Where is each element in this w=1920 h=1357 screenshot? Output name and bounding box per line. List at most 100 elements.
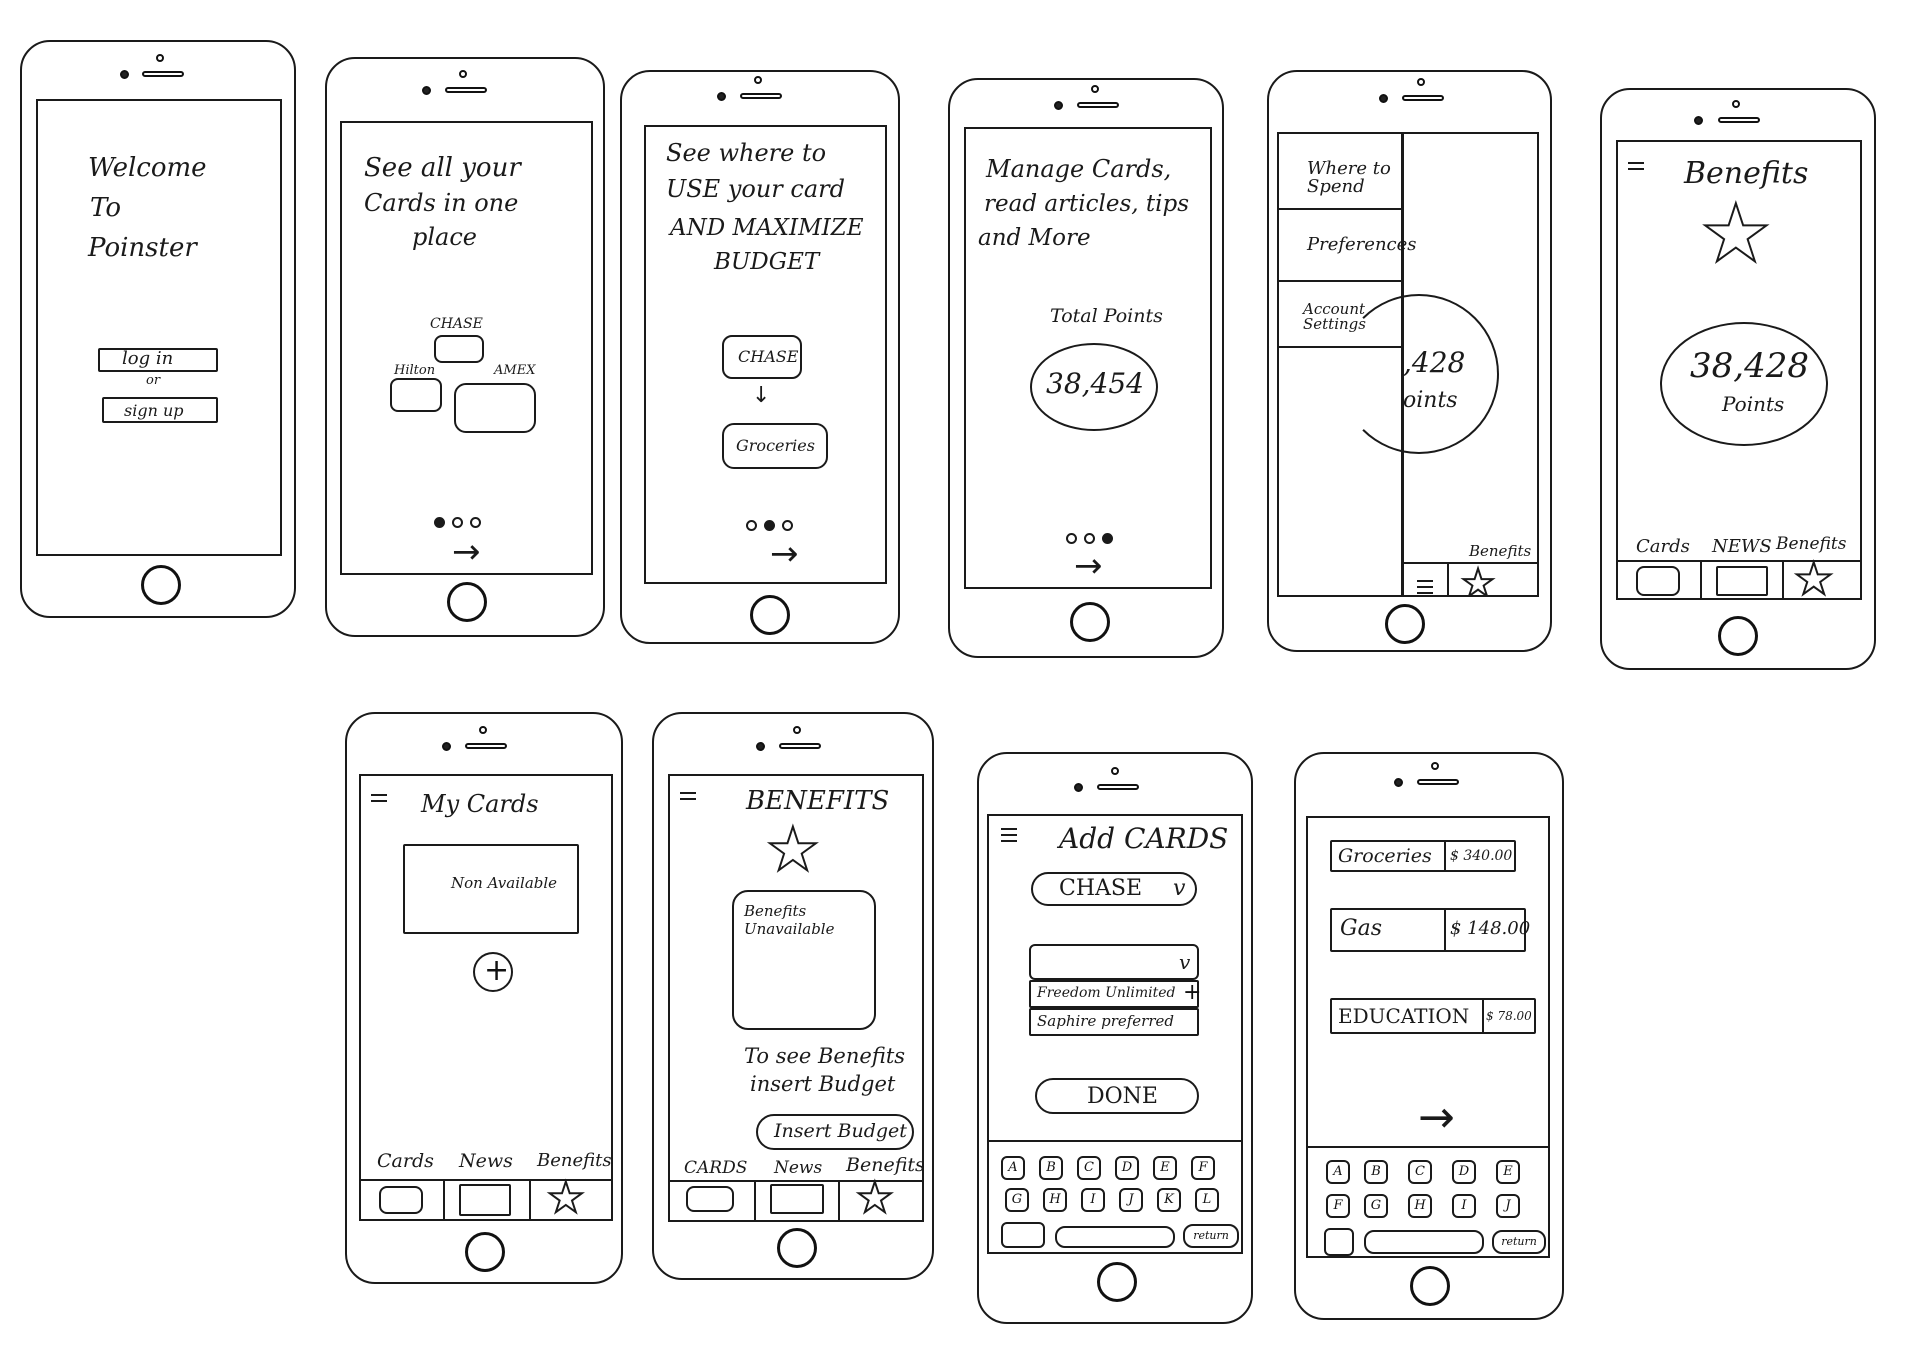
key[interactable]: C xyxy=(1408,1160,1432,1184)
tab-benefits-label[interactable]: Benefits xyxy=(1776,534,1847,554)
menu-icon[interactable] xyxy=(1628,162,1644,174)
star-icon[interactable]: ★ xyxy=(1460,561,1496,597)
star-icon[interactable]: ★ xyxy=(546,1173,586,1221)
tab-benefits-label: Benefits xyxy=(1469,542,1532,560)
key[interactable]: D xyxy=(1452,1160,1476,1184)
points-bubble-partial xyxy=(1339,294,1499,454)
next-arrow[interactable]: → xyxy=(452,532,481,572)
key[interactable]: B xyxy=(1039,1156,1063,1180)
card-option-2[interactable]: Saphire preferred xyxy=(1029,1008,1199,1036)
tabbar-divider xyxy=(838,1180,840,1220)
key[interactable]: L xyxy=(1195,1188,1219,1212)
home-button[interactable] xyxy=(141,565,181,605)
home-button[interactable] xyxy=(465,1232,505,1272)
tab-benefits-label[interactable]: Benefits xyxy=(846,1154,924,1176)
login-button[interactable]: log in xyxy=(98,348,218,372)
news-icon[interactable] xyxy=(459,1184,511,1216)
welcome-line2: To xyxy=(90,193,121,223)
key[interactable]: F xyxy=(1326,1194,1350,1218)
card-icon[interactable] xyxy=(1636,566,1680,596)
insert-budget-button[interactable]: Insert Budget xyxy=(756,1114,914,1150)
bank-select-value: CHASE xyxy=(1059,876,1143,901)
next-arrow[interactable]: → xyxy=(1418,1092,1455,1143)
key[interactable]: H xyxy=(1043,1188,1067,1212)
key[interactable]: E xyxy=(1153,1156,1177,1180)
budget-row-gas[interactable]: Gas $ 148.00 xyxy=(1330,908,1530,952)
bank-select[interactable]: CHASE v xyxy=(1031,872,1197,906)
card-option-1[interactable]: Freedom Unlimited + xyxy=(1029,980,1202,1008)
camera-icon xyxy=(1054,101,1063,110)
home-button[interactable] xyxy=(447,582,487,622)
home-button[interactable] xyxy=(1410,1266,1450,1306)
key[interactable]: D xyxy=(1115,1156,1139,1180)
sensor-icon xyxy=(1431,762,1439,770)
key[interactable]: F xyxy=(1191,1156,1215,1180)
card-icon[interactable] xyxy=(686,1186,734,1212)
key[interactable]: I xyxy=(1081,1188,1105,1212)
menu-item-account-settings[interactable]: Account Settings xyxy=(1303,300,1366,333)
home-button[interactable] xyxy=(1097,1262,1137,1302)
tab-benefits-label[interactable]: Benefits xyxy=(537,1150,612,1171)
home-button[interactable] xyxy=(750,595,790,635)
key[interactable]: G xyxy=(1364,1194,1388,1218)
menu-icon[interactable] xyxy=(371,794,387,806)
key[interactable]: I xyxy=(1452,1194,1476,1218)
key[interactable]: H xyxy=(1408,1194,1432,1218)
budget-row-education[interactable]: EDUCATION $ 78.00 xyxy=(1330,998,1536,1034)
menu-icon[interactable] xyxy=(1001,828,1017,846)
tab-cards-label[interactable]: Cards xyxy=(377,1150,434,1172)
budget-row-gas-value: $ 148.00 xyxy=(1450,918,1531,939)
news-icon[interactable] xyxy=(1716,566,1768,596)
page-dot-active xyxy=(434,517,445,528)
home-button[interactable] xyxy=(1070,602,1110,642)
card-select[interactable]: v xyxy=(1029,944,1199,980)
menu-icon[interactable] xyxy=(1417,580,1433,595)
tab-news-label[interactable]: News xyxy=(774,1158,823,1178)
key[interactable]: A xyxy=(1326,1160,1350,1184)
key[interactable]: C xyxy=(1077,1156,1101,1180)
key[interactable]: G xyxy=(1005,1188,1029,1212)
speaker-icon xyxy=(1718,117,1760,123)
tab-news-label[interactable]: NEWS xyxy=(1712,536,1772,557)
star-icon[interactable]: ★ xyxy=(855,1173,895,1222)
tab-cards-label[interactable]: CARDS xyxy=(684,1158,748,1178)
budget-row-divider xyxy=(1444,842,1446,870)
chase-box-label: CHASE xyxy=(738,347,799,366)
space-key[interactable] xyxy=(1364,1230,1484,1254)
menu-divider xyxy=(1279,346,1401,348)
home-button[interactable] xyxy=(777,1228,817,1268)
key[interactable]: A xyxy=(1001,1156,1025,1180)
key[interactable]: J xyxy=(1496,1194,1520,1218)
card-placeholder[interactable]: Non Available xyxy=(403,844,579,934)
menu-item-where-to-spend[interactable]: Where to Spend xyxy=(1307,158,1391,197)
points-bubble: 38,428 Points xyxy=(1660,322,1828,446)
star-icon[interactable]: ★ xyxy=(1793,554,1834,600)
camera-icon xyxy=(422,86,431,95)
return-key[interactable]: return xyxy=(1492,1230,1546,1254)
tab-cards-label[interactable]: Cards xyxy=(1636,536,1690,557)
phone-my-cards: My Cards Non Available + Cards News Bene… xyxy=(345,712,623,1284)
home-button[interactable] xyxy=(1718,616,1758,656)
space-key[interactable] xyxy=(1055,1226,1175,1248)
menu-item-preferences[interactable]: Preferences xyxy=(1307,234,1417,255)
key[interactable]: J xyxy=(1119,1188,1143,1212)
done-button[interactable]: DONE xyxy=(1035,1078,1199,1114)
signup-button[interactable]: sign up xyxy=(102,397,218,423)
next-arrow[interactable]: → xyxy=(1074,546,1103,586)
news-icon[interactable] xyxy=(770,1184,824,1214)
tab-news-label[interactable]: News xyxy=(459,1150,513,1172)
key[interactable]: E xyxy=(1496,1160,1520,1184)
next-arrow[interactable]: → xyxy=(770,534,799,574)
menu-icon[interactable] xyxy=(680,792,696,804)
add-icon[interactable]: + xyxy=(1183,980,1202,1005)
shift-key[interactable] xyxy=(1001,1222,1045,1248)
shift-key[interactable] xyxy=(1324,1228,1354,1256)
page-dot xyxy=(782,520,793,531)
card-icon[interactable] xyxy=(379,1186,423,1214)
return-key[interactable]: return xyxy=(1183,1224,1239,1248)
key[interactable]: K xyxy=(1157,1188,1181,1212)
budget-row-groceries[interactable]: Groceries $ 340.00 xyxy=(1330,840,1516,872)
add-card-button[interactable]: + xyxy=(473,952,513,992)
home-button[interactable] xyxy=(1385,604,1425,644)
key[interactable]: B xyxy=(1364,1160,1388,1184)
